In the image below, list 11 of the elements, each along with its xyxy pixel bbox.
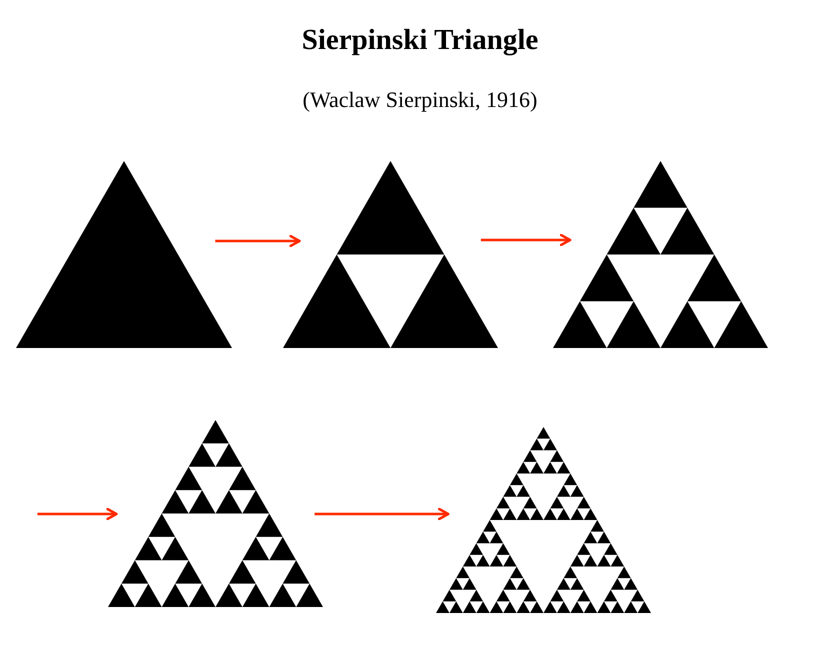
sierpinski-triangle-drawing (16, 161, 232, 348)
sierpinski-triangle-drawing (108, 420, 323, 607)
arrow (215, 234, 301, 248)
sierpinski-triangle-drawing (553, 161, 768, 348)
arrow (314, 508, 450, 520)
subtitle: (Waclaw Sierpinski, 1916) (302, 86, 538, 114)
arrow (480, 234, 572, 246)
title: Sierpinski Triangle (302, 23, 538, 58)
sierpinski-triangle-drawing (436, 427, 651, 613)
arrow (37, 508, 118, 520)
sierpinski-triangle-drawing (283, 161, 498, 348)
